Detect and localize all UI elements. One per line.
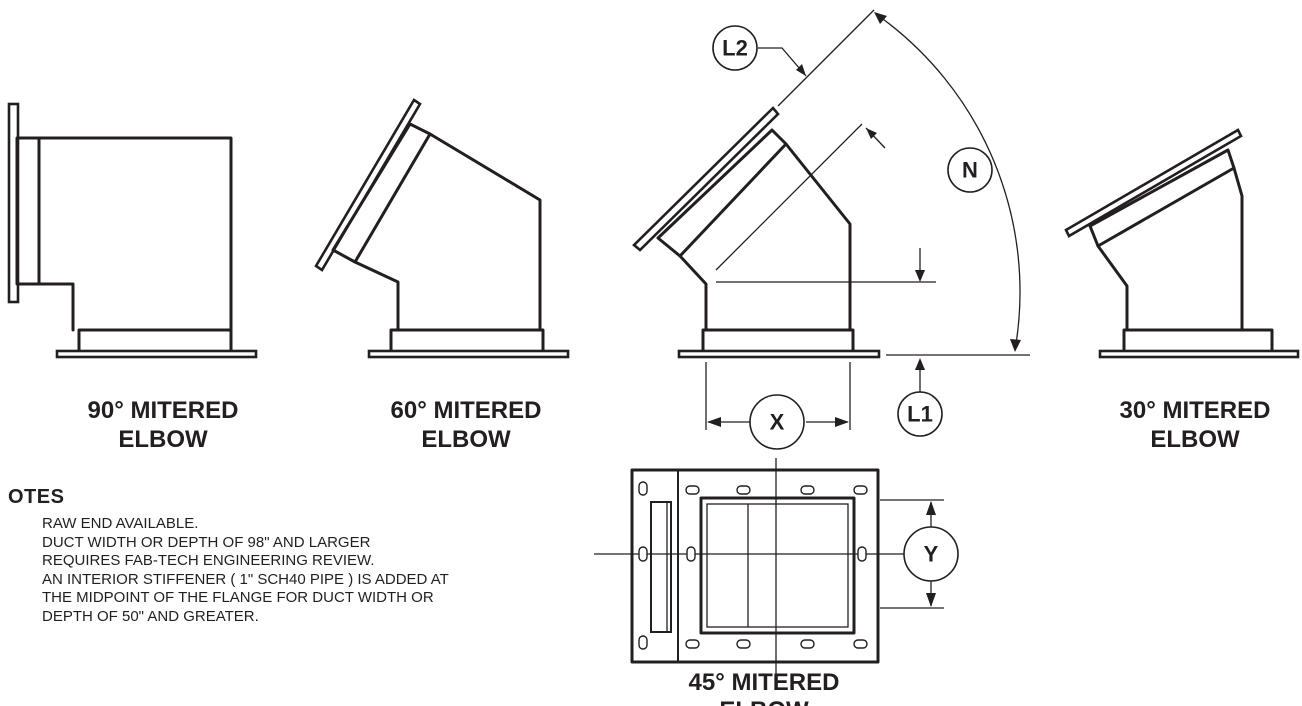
svg-text:Y: Y [924,542,939,567]
elbow-45-bottom-flange [677,349,881,359]
notes-title: OTES [8,486,65,508]
elbow-30-bottom-flange [1098,349,1300,359]
svg-text:N: N [962,158,978,183]
elbow-90-bottom-collar [77,328,233,354]
elbow-30-angled-flange [1064,128,1243,238]
elbow-60-bottom-flange [367,349,570,359]
l2-extension-line [777,9,875,107]
elbow-90-bottom-flange [55,349,258,359]
elbow-30-body-inner [1096,244,1129,332]
notes-section: OTES RAW END AVAILABLE. DUCT WIDTH OR DE… [0,486,600,626]
bolt-slot [800,639,815,649]
note-line: DUCT WIDTH OR DEPTH OF 98" AND LARGER [42,533,371,551]
x-bubble: X [749,394,805,450]
y-arrow-bottom [926,593,936,607]
bolt-slot [685,639,700,649]
bolt-slot [736,485,751,495]
elbow-30-angled-collar [1088,148,1236,248]
elbow-45-caption-line1: 45° MITERED [689,669,840,696]
elbow-30-caption-line1: 30° MITERED [1120,397,1271,424]
bolt-slot [857,546,867,562]
elbow-45-bottom-collar [701,328,855,354]
top-view-outer-flange [630,468,880,664]
elbow-60-angled-collar [331,122,432,264]
elbow-30-view: 30° MITERED ELBOW [1064,128,1300,453]
note-line: THE MIDPOINT OF THE FLANGE FOR DUCT WIDT… [42,589,434,606]
bolt-slot [853,639,868,649]
elbow-30-caption-line2: ELBOW [1150,426,1240,453]
note-line: DEPTH OF 50" AND GREATER. [42,607,259,625]
svg-text:L1: L1 [907,402,933,427]
elbow-45-view [632,9,1030,430]
x-arrow-left [707,417,721,427]
elbow-90-view: 90° MITERED ELBOW [7,102,258,453]
elbow-60-caption-line2: ELBOW [421,426,511,453]
elbow-30-body-outer [1232,166,1244,332]
elbow-30-bottom-collar [1122,328,1274,354]
bolt-slot [638,635,648,650]
bolt-slot [853,485,868,495]
elbow-90-side-collar [15,136,41,286]
elbow-45-caption-line2: ELBOW [719,697,809,706]
l1-top-arrow [915,270,925,282]
note-line: RAW END AVAILABLE. [42,515,199,532]
l2-leader-arrow [796,64,806,76]
note-line: AN INTERIOR STIFFENER ( 1" SCH40 PIPE ) … [42,570,449,588]
elbow-45-body-inner [678,254,708,332]
elbow-90-body-inner [37,282,75,332]
elbow-60-caption-line1: 60° MITERED [391,397,542,424]
n-arc-arrow-top [874,12,887,24]
n-arc-arrow-bottom [1010,339,1021,352]
x-arrow-right [835,417,849,427]
bolt-slot [800,485,815,495]
elbow-90-body-outer [37,136,233,332]
elbow-60-angled-flange [314,98,422,272]
elbow-60-body-inner [353,260,400,332]
l2-offset-arrow [866,128,877,139]
svg-text:X: X [770,410,785,435]
bolt-slot [685,485,700,495]
bolt-slot [736,639,751,649]
bolt-slot [638,481,648,496]
l2-leader [758,47,807,77]
bolt-slot [638,546,648,562]
top-view-duct-opening [699,496,856,635]
elbow-45-centerline [715,123,863,271]
svg-text:L2: L2 [722,36,748,61]
n-bubble: N [947,147,993,193]
bolt-slot [686,546,696,562]
elbow-45-top-view [594,458,944,676]
elbow-45-body-outer [784,142,852,332]
top-view-left-strip [650,501,672,633]
l1-bubble: L1 [897,391,943,437]
y-bubble: Y [903,526,959,582]
elbow-60-bottom-collar [389,328,545,354]
elbow-45-angled-flange [632,106,780,252]
l2-bubble: L2 [712,25,758,71]
elbow-90-caption-line2: ELBOW [118,426,208,453]
n-angle-arc [875,13,1021,351]
y-arrow-top [926,501,936,515]
elbow-60-body-outer [428,132,542,332]
elbow-90-caption-line1: 90° MITERED [88,397,239,424]
elbow-45-angled-collar [656,128,788,258]
elbow-60-view: 60° MITERED ELBOW [314,98,570,453]
top-view-duct-inner [706,503,849,628]
l1-bottom-arrow [915,358,925,370]
note-line: REQUIRES FAB-TECH ENGINEERING REVIEW. [42,552,375,569]
